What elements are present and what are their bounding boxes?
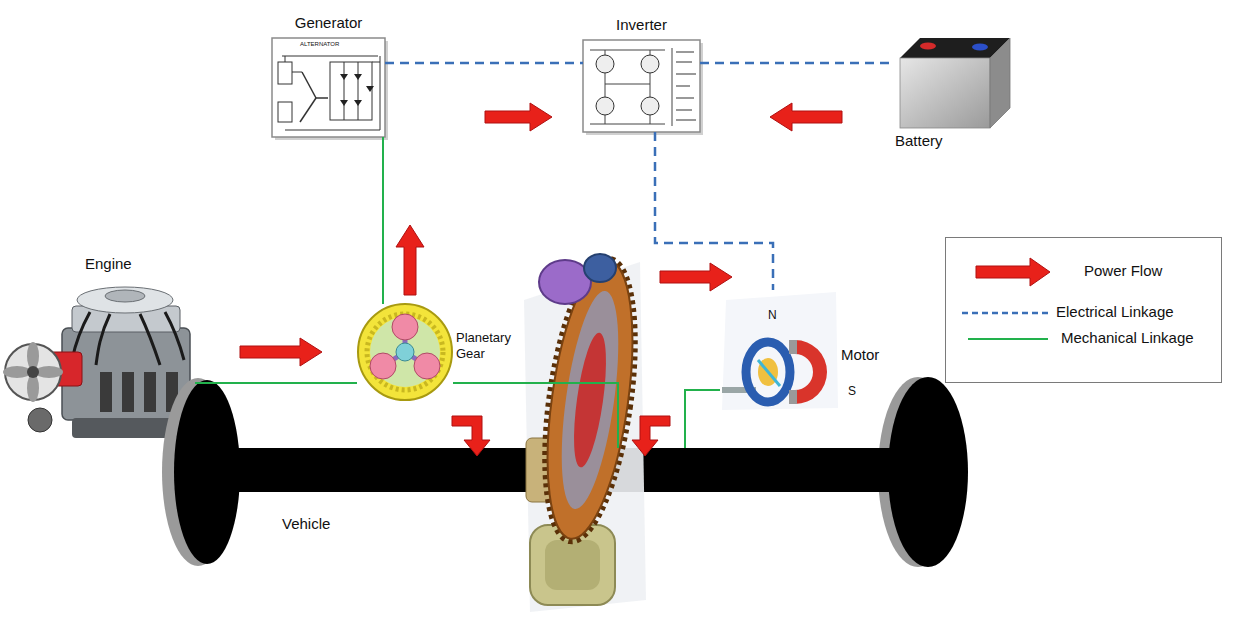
legend-sample (966, 324, 1066, 354)
electrical-linkage (385, 62, 583, 65)
component-node: Motor (720, 290, 838, 410)
part-label: N (768, 308, 777, 322)
legend-text: Power Flow (1084, 262, 1162, 280)
component-label: Generator (295, 14, 363, 32)
inverter-illustration (583, 40, 703, 135)
component-node: Inverter (583, 40, 700, 132)
electrical-linkage (700, 62, 895, 65)
planetary-gear-illustration (358, 304, 452, 400)
power-flow-arrows (240, 103, 842, 456)
component-label: Inverter (616, 16, 667, 34)
legend-text: Electrical Linkage (1056, 303, 1174, 321)
electrical-linkage-sample (962, 312, 1050, 315)
legend-sample (974, 257, 1074, 287)
part-label: ALTERNATOR (300, 41, 339, 48)
mechanical-linkage (453, 383, 618, 448)
component-label: Vehicle (282, 515, 330, 533)
component-node: Planetary Gear (357, 304, 453, 400)
generator-illustration (272, 38, 388, 140)
differential-illustration (524, 254, 649, 612)
legend-sample (960, 298, 1060, 328)
component-label: Engine (85, 255, 132, 273)
component-node: Vehicle (232, 448, 915, 492)
electrical-linkage (655, 132, 773, 290)
component-node: Engine (5, 285, 195, 440)
legend-box: Power FlowElectrical LinkageMechanical L… (945, 237, 1222, 383)
mechanical-linkage (382, 137, 384, 304)
battery-illustration (900, 38, 1010, 128)
component-label: Planetary Gear (456, 330, 520, 361)
legend-text: Mechanical Linkage (1061, 329, 1194, 347)
component-node: Generator (272, 38, 385, 137)
part-label: S (848, 384, 856, 398)
component-label: Battery (895, 132, 943, 150)
motor-illustration (722, 292, 838, 410)
component-node: Battery (895, 28, 1010, 128)
power-flow-sample (976, 258, 1050, 286)
mechanical-linkage (195, 382, 357, 384)
engine-illustration (3, 287, 190, 438)
mechanical-linkage (685, 390, 720, 448)
mechanical-linkage-sample (968, 338, 1048, 340)
component-label: Motor (841, 346, 879, 364)
